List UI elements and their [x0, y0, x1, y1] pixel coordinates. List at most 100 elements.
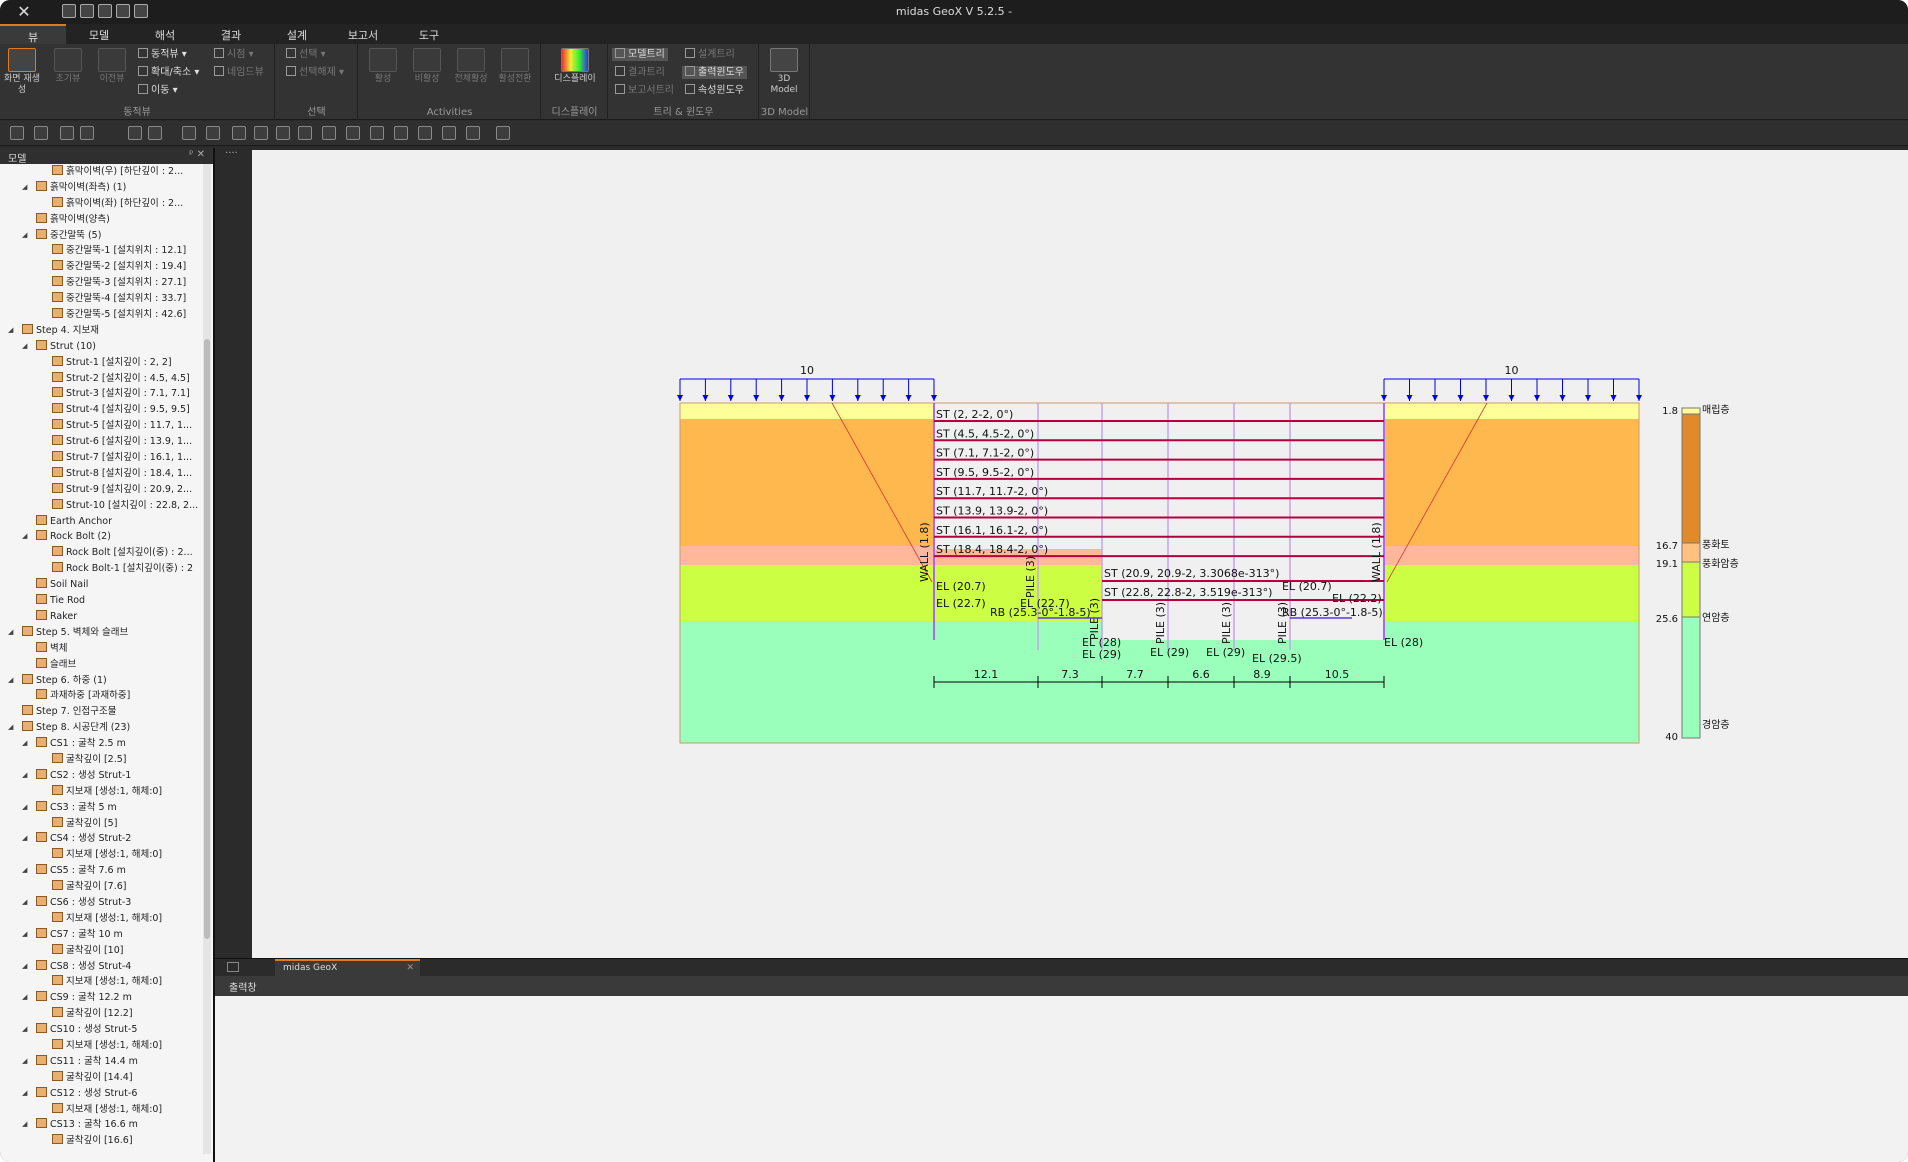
new-file-icon[interactable]: [62, 4, 76, 18]
tree-item[interactable]: 굴착깊이 [16.6]: [0, 1133, 203, 1149]
tool-icon[interactable]: [346, 126, 360, 140]
activate-button[interactable]: 활성: [363, 48, 403, 85]
activate-all-button[interactable]: 전체활성: [451, 48, 491, 85]
tree-item[interactable]: ◢CS2 : 생성 Strut-1: [0, 768, 203, 784]
expand-toggle-icon[interactable]: ◢: [8, 723, 14, 732]
tree-item[interactable]: 중간말뚝-3 [설치위치 : 27.1]: [0, 275, 203, 291]
tree-item[interactable]: 흙막이벽(양측): [0, 212, 203, 228]
tool-icon[interactable]: [276, 126, 290, 140]
tree-item[interactable]: Strut-7 [설치깊이 : 16.1, 1...: [0, 450, 203, 466]
tree-item[interactable]: 굴착깊이 [7.6]: [0, 879, 203, 895]
deactivate-button[interactable]: 비활성: [407, 48, 447, 85]
model-tree-button[interactable]: 모델트리: [612, 48, 668, 61]
tree-item[interactable]: ◢CS8 : 생성 Strut-4: [0, 959, 203, 975]
tree-item[interactable]: 굴착깊이 [5]: [0, 816, 203, 832]
tree-item[interactable]: 굴착깊이 [12.2]: [0, 1006, 203, 1022]
tree-item[interactable]: 굴착깊이 [2.5]: [0, 752, 203, 768]
tree-item[interactable]: Strut-6 [설치깊이 : 13.9, 1...: [0, 434, 203, 450]
tool-icon[interactable]: [34, 126, 48, 140]
tree-item[interactable]: ◢CS11 : 굴착 14.4 m: [0, 1054, 203, 1070]
tab-tools[interactable]: 도구: [418, 29, 440, 42]
zoom-button[interactable]: 확대/축소 ▾: [138, 66, 199, 79]
tree-item[interactable]: 굴착깊이 [10]: [0, 943, 203, 959]
print-icon[interactable]: [116, 4, 130, 18]
deselect-button[interactable]: 선택해제 ▾: [286, 66, 344, 79]
expand-toggle-icon[interactable]: ◢: [22, 897, 28, 906]
3d-model-button[interactable]: 3D Model: [764, 48, 804, 96]
tree-item[interactable]: ◢CS9 : 굴착 12.2 m: [0, 990, 203, 1006]
expand-toggle-icon[interactable]: ◢: [22, 993, 28, 1002]
result-tree-button[interactable]: 결과트리: [615, 66, 665, 79]
tree-item[interactable]: 굴착깊이 [14.4]: [0, 1070, 203, 1086]
tool-icon[interactable]: [322, 126, 336, 140]
dynamic-view-button[interactable]: 동적뷰 ▾: [138, 48, 187, 61]
tool-icon[interactable]: [418, 126, 432, 140]
expand-toggle-icon[interactable]: ◢: [22, 739, 28, 748]
tool-icon[interactable]: [496, 126, 510, 140]
tree-item[interactable]: Raker: [0, 609, 203, 625]
tool-icon[interactable]: [232, 126, 246, 140]
design-tree-button[interactable]: 설계트리: [685, 48, 735, 61]
expand-toggle-icon[interactable]: ◢: [22, 341, 28, 350]
tree-item[interactable]: ◢CS13 : 굴착 16.6 m: [0, 1117, 203, 1133]
tree-item[interactable]: 지보재 [생성:1, 해체:0]: [0, 1102, 203, 1118]
expand-toggle-icon[interactable]: ◢: [8, 627, 14, 636]
tree-item[interactable]: 과재하중 [과재하중]: [0, 688, 203, 704]
tree-item[interactable]: ◢CS7 : 굴착 10 m: [0, 927, 203, 943]
tree-item[interactable]: 흙막이벽(좌) [하단깊이 : 2...: [0, 196, 203, 212]
viewpoint-button[interactable]: 시점 ▾: [214, 48, 254, 61]
expand-toggle-icon[interactable]: ◢: [8, 325, 14, 334]
tab-design[interactable]: 설계: [286, 29, 308, 42]
expand-toggle-icon[interactable]: ◢: [22, 1025, 28, 1034]
tree-item[interactable]: Strut-10 [설치깊이 : 22.8, 2...: [0, 498, 203, 514]
tree-item[interactable]: ◢Step 4. 지보재: [0, 323, 203, 339]
tree-item[interactable]: 중간말뚝-4 [설치위치 : 33.7]: [0, 291, 203, 307]
tree-item[interactable]: ◢CS3 : 굴착 5 m: [0, 800, 203, 816]
lock-icon[interactable]: [80, 126, 94, 140]
expand-toggle-icon[interactable]: ◢: [22, 866, 28, 875]
tree-item[interactable]: 중간말뚝-2 [설치위치 : 19.4]: [0, 259, 203, 275]
tree-item[interactable]: 지보재 [생성:1, 해체:0]: [0, 974, 203, 990]
tool-icon[interactable]: [370, 126, 384, 140]
tree-item[interactable]: Strut-1 [설치깊이 : 2, 2]: [0, 355, 203, 371]
expand-toggle-icon[interactable]: ◢: [22, 182, 28, 191]
document-tab[interactable]: midas GeoX✕: [275, 959, 420, 977]
tree-item[interactable]: ◢Step 6. 하중 (1): [0, 673, 203, 689]
tree-item[interactable]: Soil Nail: [0, 577, 203, 593]
tree-item[interactable]: Strut-5 [설치깊이 : 11.7, 1...: [0, 418, 203, 434]
expand-toggle-icon[interactable]: ◢: [22, 532, 28, 541]
regenerate-button[interactable]: 화면 재생성: [2, 48, 42, 96]
expand-toggle-icon[interactable]: ◢: [22, 802, 28, 811]
tree-item[interactable]: ◢Step 5. 벽체와 슬래브: [0, 625, 203, 641]
toggle-active-button[interactable]: 활성전환: [495, 48, 535, 85]
tree-item[interactable]: 중간말뚝-1 [설치위치 : 12.1]: [0, 243, 203, 259]
tree-item[interactable]: Strut-9 [설치깊이 : 20.9, 2...: [0, 482, 203, 498]
expand-toggle-icon[interactable]: ◢: [22, 1120, 28, 1129]
tab-analysis[interactable]: 해석: [154, 29, 176, 42]
tree-item[interactable]: Strut-2 [설치깊이 : 4.5, 4.5]: [0, 371, 203, 387]
tree-item[interactable]: Rock Bolt-1 [설치깊이(중) : 2: [0, 561, 203, 577]
lock-icon[interactable]: [60, 126, 74, 140]
tree-item[interactable]: Step 7. 인접구조물: [0, 704, 203, 720]
tool-icon[interactable]: [182, 126, 196, 140]
tree-item[interactable]: Strut-3 [설치깊이 : 7.1, 7.1]: [0, 386, 203, 402]
app-logo-icon[interactable]: ✕: [17, 2, 31, 21]
expand-toggle-icon[interactable]: ◢: [22, 230, 28, 239]
expand-toggle-icon[interactable]: ◢: [22, 961, 28, 970]
close-icon[interactable]: ✕: [406, 963, 414, 973]
expand-toggle-icon[interactable]: ◢: [22, 1056, 28, 1065]
output-window-button[interactable]: 출력윈도우: [682, 66, 747, 79]
tool-icon[interactable]: [254, 126, 268, 140]
tree-item[interactable]: ◢CS5 : 굴착 7.6 m: [0, 863, 203, 879]
tree-item[interactable]: ◢Step 8. 시공단계 (23): [0, 720, 203, 736]
pin-close-icon[interactable]: ᵖ ✕: [189, 149, 205, 160]
tree-item[interactable]: ◢CS6 : 생성 Strut-3: [0, 895, 203, 911]
tree-item[interactable]: ◢중간말뚝 (5): [0, 228, 203, 244]
tab-report[interactable]: 보고서: [347, 29, 379, 42]
tree-item[interactable]: Strut-4 [설치깊이 : 9.5, 9.5]: [0, 402, 203, 418]
tab-list-icon[interactable]: [227, 962, 239, 972]
tree-item[interactable]: 벽체: [0, 641, 203, 657]
tree-scrollbar[interactable]: [203, 164, 211, 1154]
tab-results[interactable]: 결과: [220, 29, 242, 42]
pan-button[interactable]: 이동 ▾: [138, 84, 178, 97]
